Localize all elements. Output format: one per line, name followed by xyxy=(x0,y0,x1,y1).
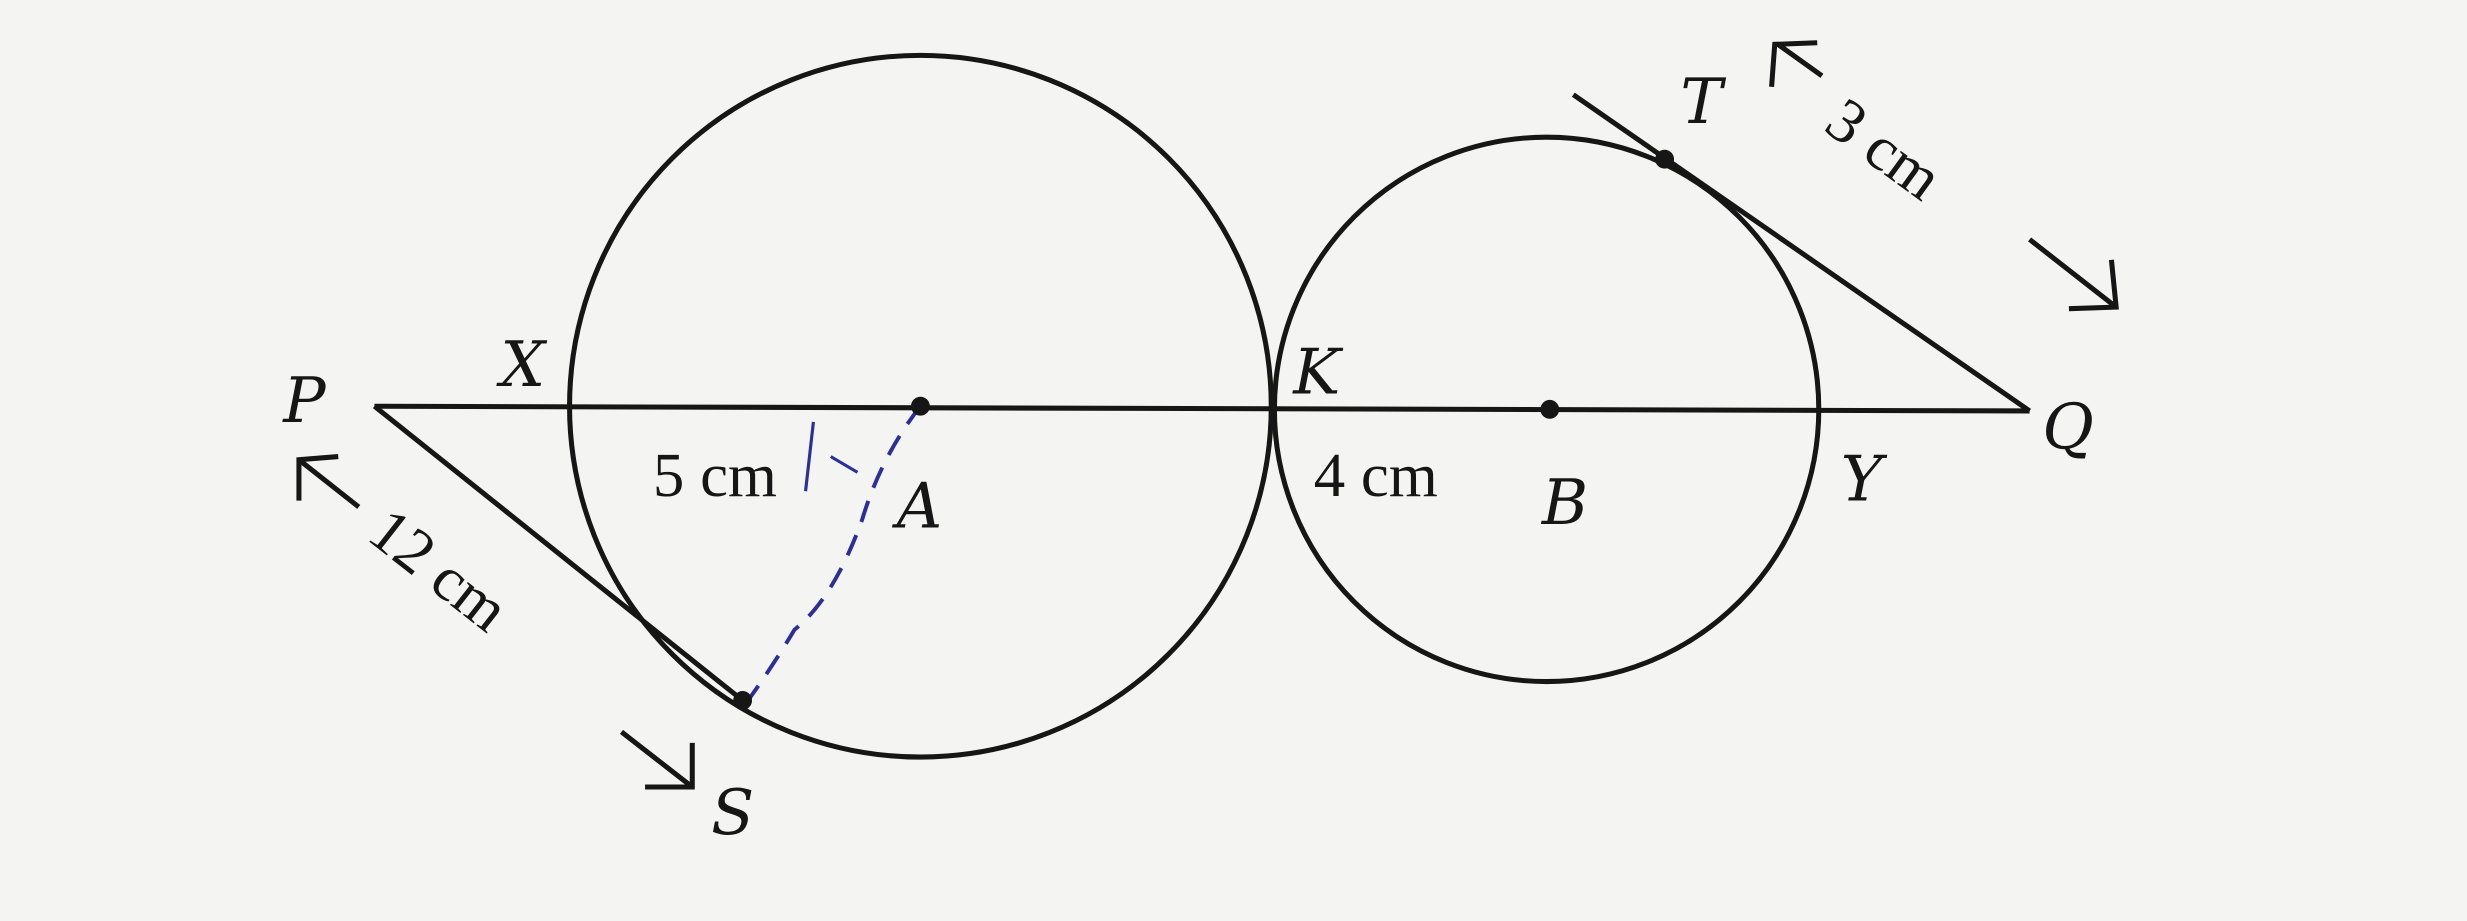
point-t xyxy=(1655,149,1675,169)
radius-as-handdrawn xyxy=(744,405,922,705)
pen-marks xyxy=(803,421,859,492)
measure-radius-a: 5 cm xyxy=(653,440,777,510)
label-s: S xyxy=(711,776,754,849)
label-q: Q xyxy=(2042,391,2094,464)
label-x: X xyxy=(495,328,547,401)
arrow-ps-end xyxy=(619,729,695,790)
measure-radius-b: 4 cm xyxy=(1314,440,1438,510)
point-a xyxy=(910,396,930,416)
label-a: A xyxy=(892,469,942,542)
label-t: T xyxy=(1680,65,1726,138)
label-k: K xyxy=(1292,336,1344,409)
tangent-ps xyxy=(372,404,745,703)
label-y: Y xyxy=(1841,443,1888,516)
label-b: B xyxy=(1541,466,1588,539)
point-s xyxy=(733,690,753,710)
arrow-ps-start xyxy=(296,454,361,509)
arrow-tq-start xyxy=(1769,40,1824,88)
tangent-tq xyxy=(1571,92,2032,414)
label-p: P xyxy=(282,364,327,437)
arrow-tq-end xyxy=(2028,237,2119,312)
point-b xyxy=(1540,399,1560,419)
line-pq xyxy=(374,403,2030,414)
